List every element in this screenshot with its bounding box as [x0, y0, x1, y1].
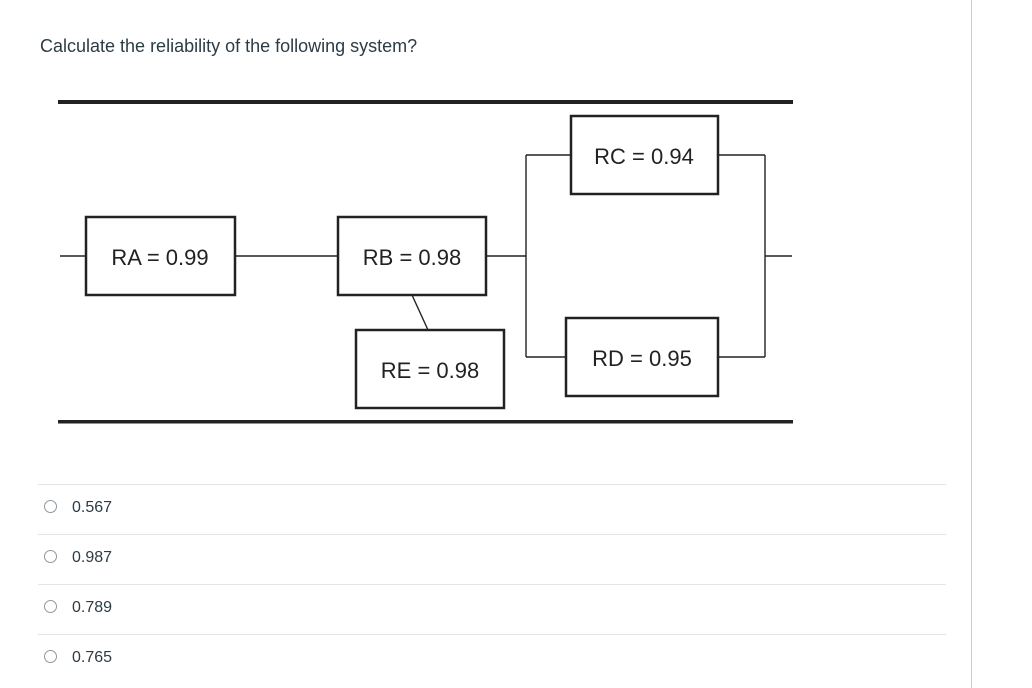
block-re: RE = 0.98 [354, 328, 506, 410]
answer-option[interactable]: 0.987 [38, 534, 946, 584]
radio-button[interactable] [44, 650, 57, 663]
radio-button[interactable] [44, 500, 57, 513]
block-rc: RC = 0.94 [569, 114, 720, 196]
block-rd: RD = 0.95 [564, 316, 720, 398]
block-rd-label: RD = 0.95 [592, 346, 692, 371]
answer-option[interactable]: 0.789 [38, 584, 946, 634]
radio-button[interactable] [44, 600, 57, 613]
block-ra: RA = 0.99 [84, 215, 237, 297]
answer-label: 0.765 [72, 649, 113, 666]
block-rb: RB = 0.98 [336, 215, 488, 297]
answer-label: 0.789 [72, 599, 113, 616]
block-ra-label: RA = 0.99 [111, 245, 208, 270]
connector-rb-re [411, 294, 429, 331]
question-text: Calculate the reliability of the followi… [40, 36, 418, 56]
answer-list: 0.567 0.987 0.789 0.765 [38, 484, 946, 684]
answer-option[interactable]: 0.567 [38, 484, 946, 534]
reliability-diagram: RA = 0.99 RB = 0.98 RC = 0.94 RD = 0.95 … [58, 100, 793, 424]
answer-label: 0.567 [72, 499, 113, 516]
answer-label: 0.987 [72, 549, 113, 566]
answer-option[interactable]: 0.765 [38, 634, 946, 684]
block-rc-label: RC = 0.94 [594, 144, 694, 169]
radio-button[interactable] [44, 550, 57, 563]
block-rb-label: RB = 0.98 [363, 245, 461, 270]
top-rule [58, 100, 793, 104]
bottom-rule [58, 420, 793, 424]
card-border [971, 0, 972, 688]
block-re-label: RE = 0.98 [381, 358, 479, 383]
